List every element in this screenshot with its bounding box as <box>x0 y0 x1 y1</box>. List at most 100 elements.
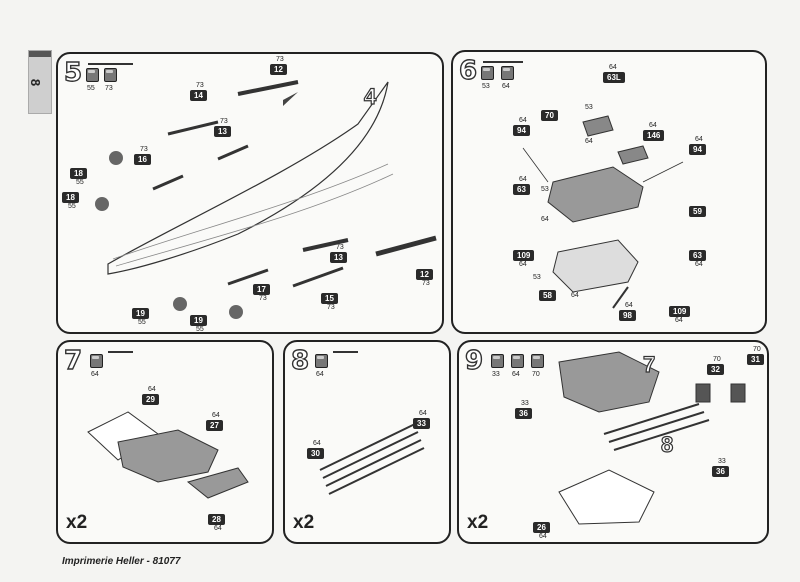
part-color: 64 <box>695 136 703 143</box>
part-label: 19 <box>190 315 207 326</box>
paint-pot-icon <box>481 66 494 80</box>
paint-code: 55 <box>87 85 95 92</box>
part-color: 33 <box>718 458 726 465</box>
step-number: 7 <box>63 345 83 376</box>
part-color: 73 <box>276 56 284 63</box>
part-label: 31 <box>747 354 764 365</box>
part-color: 73 <box>422 280 430 287</box>
part-color: 64 <box>541 216 549 223</box>
part-color: 73 <box>259 295 267 302</box>
part-label: 63L <box>603 72 625 83</box>
multiplier: x2 <box>66 512 88 533</box>
part-label: 16 <box>134 154 151 165</box>
part-color: 53 <box>585 104 593 111</box>
ref-number: 8 <box>661 432 673 457</box>
step-number: 6 <box>458 55 478 86</box>
part-label: 33 <box>413 418 430 429</box>
part-label: 12 <box>270 64 287 75</box>
part-color: 64 <box>519 261 527 268</box>
step-5-panel: 5 55 73 4 12 73 14 73 13 73 16 73 18 55 … <box>56 52 444 334</box>
part-label: 18 <box>70 168 87 179</box>
part-label: 70 <box>541 110 558 121</box>
paint-pot-icon <box>491 354 504 368</box>
part-color: 64 <box>519 117 527 124</box>
paint-code: 53 <box>482 83 490 90</box>
part-color: 70 <box>713 356 721 363</box>
part-label: 36 <box>515 408 532 419</box>
page-number-tab: 8 <box>28 50 52 114</box>
part-color: 64 <box>148 386 156 393</box>
part-color: 64 <box>212 412 220 419</box>
part-label: 30 <box>307 448 324 459</box>
part-label: 26 <box>533 522 550 533</box>
step-7-panel: 7 64 29 64 27 64 28 64 x2 <box>56 340 274 544</box>
platform-drawing: 7 8 <box>558 351 746 525</box>
part-color: 64 <box>675 317 683 324</box>
part-label: 59 <box>689 206 706 217</box>
part-label: 32 <box>707 364 724 375</box>
part-label: 13 <box>330 252 347 263</box>
part-label: 109 <box>669 306 691 317</box>
ref-number: 7 <box>643 352 655 377</box>
part-label: 98 <box>619 310 636 321</box>
part-label: 12 <box>416 269 433 280</box>
paint-code: 64 <box>512 371 520 378</box>
part-color: 33 <box>521 400 529 407</box>
part-color: 64 <box>609 64 617 71</box>
part-color: 64 <box>313 440 321 447</box>
part-color: 55 <box>68 203 76 210</box>
part-color: 70 <box>753 346 761 353</box>
paint-code: 33 <box>492 371 500 378</box>
superstructure-drawing <box>483 61 684 309</box>
part-color: 64 <box>519 176 527 183</box>
paint-code: 73 <box>105 85 113 92</box>
paint-pot-icon <box>315 354 328 368</box>
ref-number: 4 <box>364 84 377 109</box>
part-label: 36 <box>712 466 729 477</box>
part-label: 18 <box>62 192 79 203</box>
step-8-panel: 8 64 33 64 30 64 x2 <box>283 340 451 544</box>
part-color: 64 <box>539 533 547 540</box>
part-label: 13 <box>214 126 231 137</box>
part-color: 73 <box>336 244 344 251</box>
part-color: 53 <box>533 274 541 281</box>
part-label: 146 <box>643 130 665 141</box>
part-color: 53 <box>541 186 549 193</box>
part-label: 28 <box>208 514 225 525</box>
part-color: 64 <box>585 138 593 145</box>
part-label: 94 <box>513 125 530 136</box>
paint-pot-icon <box>511 354 524 368</box>
multiplier: x2 <box>293 512 315 533</box>
part-color: 64 <box>649 122 657 129</box>
paint-pot-icon <box>531 354 544 368</box>
paint-pot-icon <box>86 68 99 82</box>
part-label: 15 <box>321 293 338 304</box>
part-label: 29 <box>142 394 159 405</box>
page-number: 8 <box>28 78 44 87</box>
step-number: 5 <box>63 57 83 88</box>
paint-code: 64 <box>502 83 510 90</box>
part-color: 55 <box>138 319 146 326</box>
paint-code: 64 <box>91 371 99 378</box>
part-label: 58 <box>539 290 556 301</box>
part-color: 73 <box>196 82 204 89</box>
part-label: 63 <box>513 184 530 195</box>
part-label: 109 <box>513 250 535 261</box>
part-label: 27 <box>206 420 223 431</box>
part-color: 64 <box>214 525 222 532</box>
part-label: 94 <box>689 144 706 155</box>
part-color: 55 <box>196 326 204 333</box>
part-color: 64 <box>419 410 427 417</box>
paint-pot-icon <box>90 354 103 368</box>
paint-code: 64 <box>316 371 324 378</box>
step-number: 8 <box>290 345 310 376</box>
part-color: 64 <box>695 261 703 268</box>
part-color: 55 <box>76 179 84 186</box>
part-color: 64 <box>625 302 633 309</box>
part-label: 14 <box>190 90 207 101</box>
part-color: 73 <box>327 304 335 311</box>
part-color: 73 <box>220 118 228 125</box>
paint-pot-icon <box>501 66 514 80</box>
paint-pot-icon <box>104 68 117 82</box>
paint-code: 70 <box>532 371 540 378</box>
